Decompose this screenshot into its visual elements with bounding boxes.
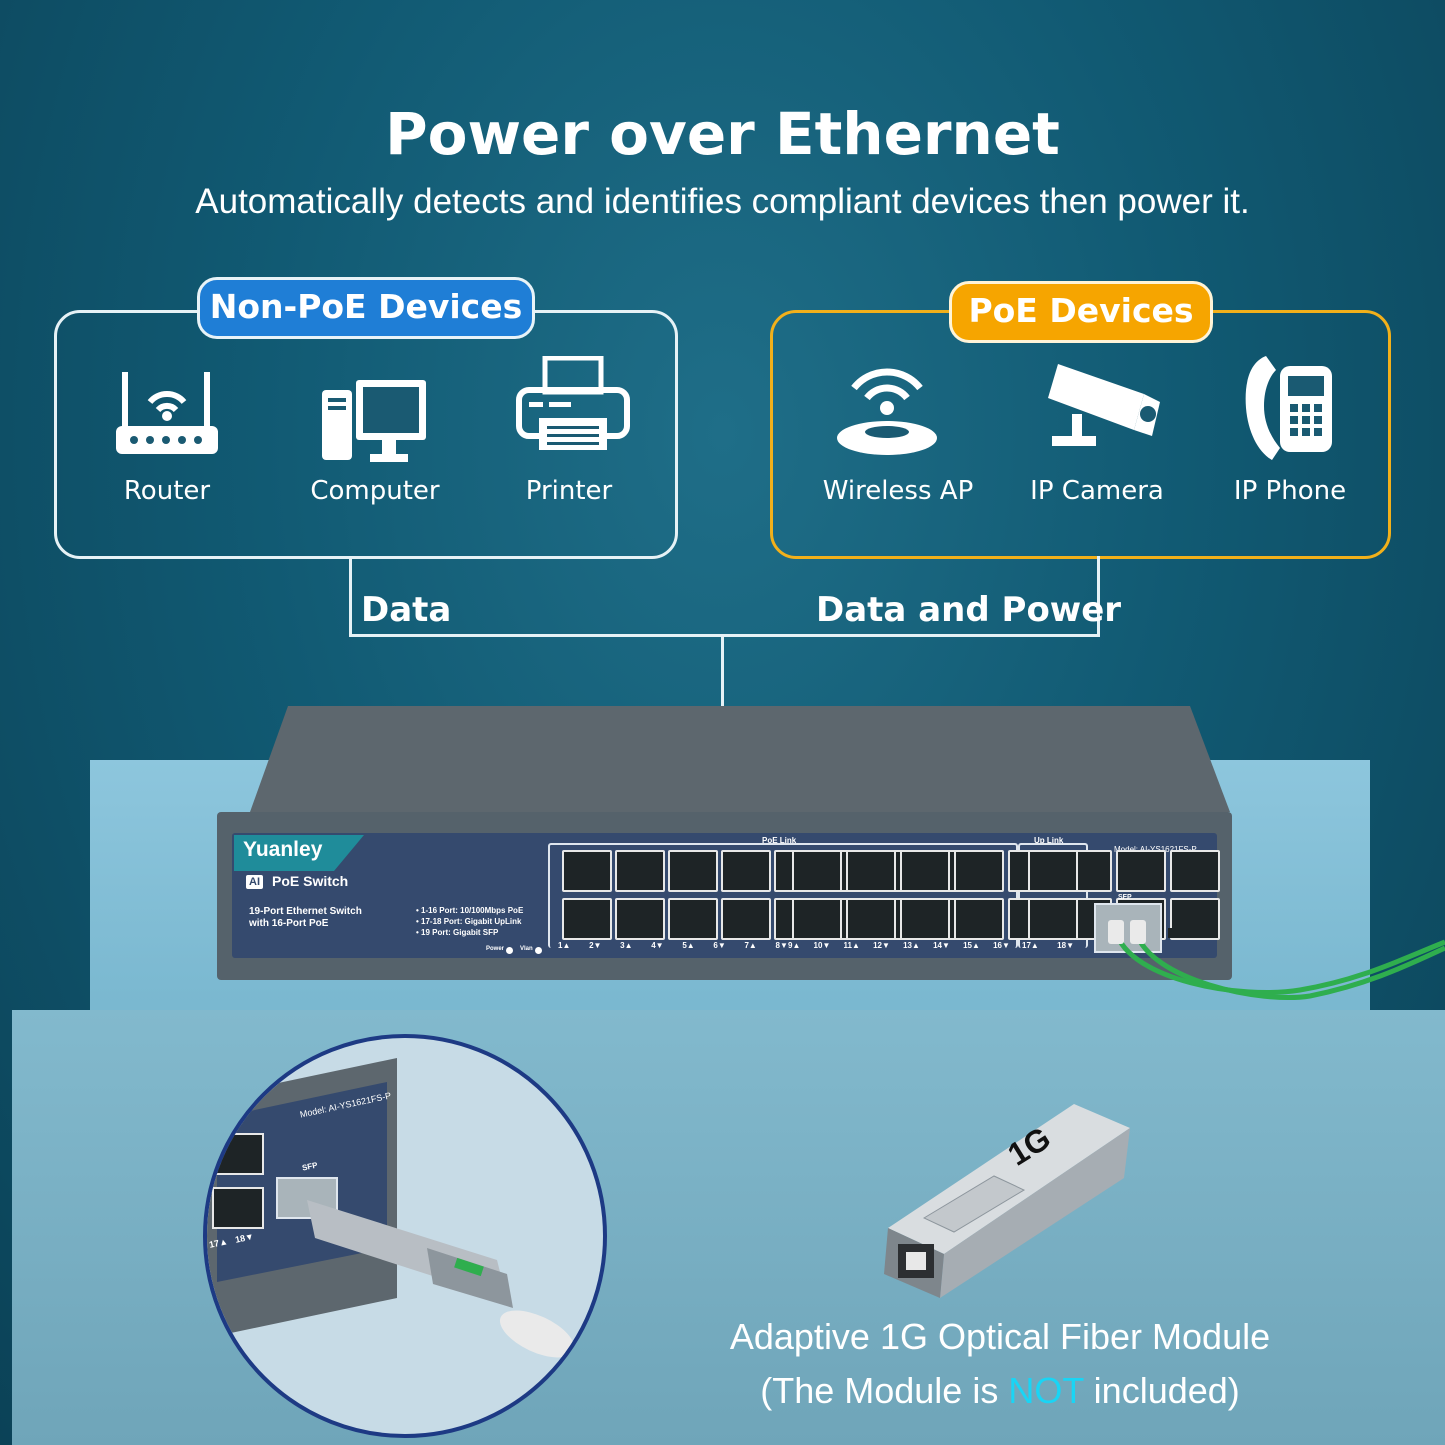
device-label-computer: Computer: [310, 476, 440, 506]
device-label-wireless-ap: Wireless AP: [822, 476, 974, 506]
non-poe-badge: Non-PoE Devices: [197, 277, 535, 339]
sfp-port[interactable]: [1094, 903, 1162, 953]
rj45-port[interactable]: [900, 850, 950, 892]
rj45-port[interactable]: [1170, 850, 1220, 892]
switch-desc-1: 19-Port Ethernet Switch: [249, 906, 362, 917]
poe-link-label: PoE Link: [762, 836, 797, 845]
port-label: 13▲: [903, 941, 920, 950]
caption-post: included): [1083, 1370, 1240, 1411]
rj45-port[interactable]: [668, 898, 718, 940]
rj45-port[interactable]: [1116, 850, 1166, 892]
switch-top-cover: [250, 706, 1230, 812]
rj45-port[interactable]: [954, 898, 1004, 940]
port-label: 4▼: [651, 941, 664, 950]
port-label: 3▲: [620, 941, 633, 950]
caption-not: NOT: [1008, 1370, 1084, 1411]
page-subtitle: Automatically detects and identifies com…: [195, 182, 1250, 221]
spec-2: • 17-18 Port: Gigabit UpLink: [416, 917, 522, 926]
device-label-printer: Printer: [525, 476, 613, 506]
port-label: 11▲: [843, 941, 860, 950]
product-name: PoE Switch: [272, 873, 349, 889]
rj45-port[interactable]: [721, 850, 771, 892]
port-label: 9▲: [788, 941, 801, 950]
sfp-module: [884, 1104, 1130, 1298]
sfp-label: SFP: [1118, 894, 1132, 901]
power-led: [506, 947, 513, 954]
rj45-port[interactable]: [562, 850, 612, 892]
fiber-cable: [1108, 920, 1445, 1001]
connector-down: [721, 636, 724, 708]
uplink-label: Up Link: [1034, 836, 1064, 845]
port-label: 14▼: [933, 941, 950, 950]
port-labels-9-16: 9▲ 10▼ 11▲ 12▼ 13▲ 14▼ 15▲ 16▼: [788, 941, 1010, 950]
port-label: 17▲: [1022, 941, 1039, 950]
rj45-port[interactable]: [1028, 850, 1078, 892]
caption-pre: (The Module is: [760, 1370, 1009, 1411]
device-label-ip-camera: IP Camera: [1030, 476, 1164, 506]
wireless-ap-icon: [837, 368, 937, 455]
spec-3: • 19 Port: Gigabit SFP: [416, 928, 499, 937]
rj45-port[interactable]: [615, 850, 665, 892]
brand-banner: [234, 835, 364, 871]
vlan-switch: [535, 947, 542, 954]
port-labels-17-18: 17▲ 18▼: [1022, 941, 1074, 950]
port-label: 12▼: [873, 941, 890, 950]
port-label: 7▲: [744, 941, 757, 950]
rj45-port[interactable]: [792, 850, 842, 892]
sfp-closeup-inset: Model: AI-YS1621FS-P SFP 17▲ 18▼: [203, 1034, 607, 1438]
module-caption: Adaptive 1G Optical Fiber Module (The Mo…: [690, 1310, 1310, 1418]
rj45-port[interactable]: [1028, 898, 1078, 940]
model-label: Model: AI-YS1621FS-P: [1114, 845, 1197, 854]
rj45-port[interactable]: [846, 850, 896, 892]
port-label: 15▲: [963, 941, 980, 950]
port-label: 6▼: [713, 941, 726, 950]
power-indicator-label: Power: [486, 946, 505, 952]
rj45-port[interactable]: [668, 850, 718, 892]
rj45-port[interactable]: [846, 898, 896, 940]
connector-right: [1097, 556, 1100, 636]
ip-camera-icon: [1048, 364, 1160, 446]
vlan-indicator-label: Vlan: [520, 946, 533, 952]
port-label: 8▼: [775, 941, 788, 950]
computer-icon: [322, 380, 426, 462]
sfp-led: [1168, 928, 1184, 938]
port-label: 5▲: [682, 941, 695, 950]
poe-badge: PoE Devices: [949, 281, 1213, 343]
port-label: 16▼: [993, 941, 1010, 950]
page-title: Power over Ethernet: [385, 100, 1060, 168]
data-and-power-label: Data and Power: [816, 590, 1122, 630]
ai-badge: AI: [246, 875, 263, 889]
port-label: 1▲: [558, 941, 571, 950]
connector-left: [349, 556, 352, 636]
rj45-port[interactable]: [954, 850, 1004, 892]
poe-port-bay: [548, 843, 1018, 948]
closeup-illustration: [207, 1058, 575, 1358]
data-label: Data: [361, 590, 452, 630]
brand-logo: Yuanley: [243, 838, 323, 861]
rj45-port[interactable]: [562, 898, 612, 940]
router-icon: [116, 372, 218, 454]
module-caption-line2: (The Module is NOT included): [690, 1364, 1310, 1418]
port-labels-1-8: 1▲ 2▼ 3▲ 4▼ 5▲ 6▼ 7▲ 8▼: [558, 941, 788, 950]
device-label-router: Router: [123, 476, 211, 506]
switch-desc-2: with 16-Port PoE: [249, 918, 329, 929]
rj45-port[interactable]: [615, 898, 665, 940]
ip-phone-icon: [1245, 356, 1332, 460]
spec-1: • 1-16 Port: 10/100Mbps PoE: [416, 906, 524, 915]
module-caption-line1: Adaptive 1G Optical Fiber Module: [729, 1316, 1271, 1357]
port-label: 2▼: [589, 941, 602, 950]
uplink-port-bay: [1018, 843, 1088, 948]
rj45-port[interactable]: [900, 898, 950, 940]
rj45-port[interactable]: [721, 898, 771, 940]
port-label: 18▼: [1057, 941, 1074, 950]
device-label-ip-phone: IP Phone: [1233, 476, 1347, 506]
rj45-port[interactable]: [792, 898, 842, 940]
connector-horizontal: [349, 634, 1100, 637]
port-label: 10▼: [813, 941, 831, 950]
printer-icon: [516, 356, 630, 450]
